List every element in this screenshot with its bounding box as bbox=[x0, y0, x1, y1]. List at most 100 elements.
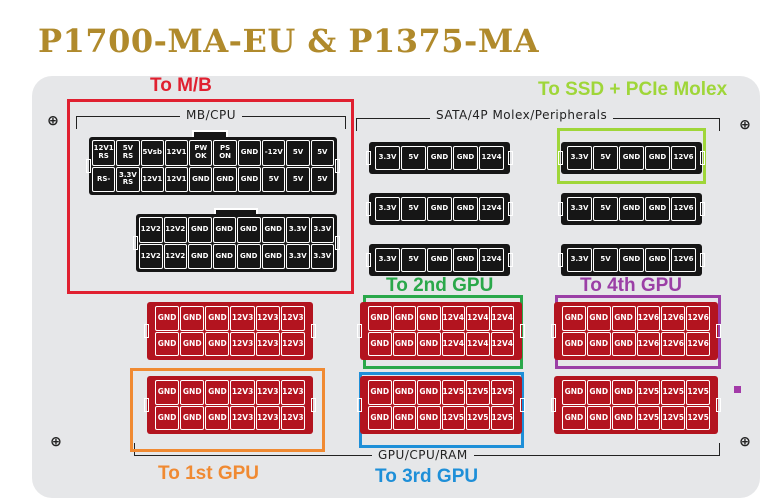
connector-tab bbox=[520, 398, 525, 412]
connector-tab bbox=[508, 253, 513, 267]
pin-label: GND bbox=[427, 248, 452, 272]
pin-label: GND bbox=[205, 380, 230, 405]
pin-label: GND bbox=[261, 217, 285, 243]
callout-to-4th-gpu: To 4th GPU bbox=[580, 275, 683, 296]
connector-tab bbox=[558, 253, 563, 267]
callout-to-ssd: To SSD + PCIe Molex bbox=[538, 79, 728, 100]
pin-label: 3.3V bbox=[375, 197, 400, 221]
pin-label: GND bbox=[155, 306, 180, 331]
pin-label: 5V bbox=[593, 146, 618, 170]
pin-label: GND bbox=[611, 405, 636, 430]
connector-tab bbox=[551, 398, 556, 412]
pin-label: -12V bbox=[262, 140, 286, 166]
pin-label: 12V4 bbox=[490, 331, 514, 356]
pin-label: GND bbox=[180, 331, 205, 356]
pin-label: GND bbox=[188, 243, 212, 269]
connector-tab bbox=[144, 324, 149, 338]
pin-label: 5V RS bbox=[116, 140, 140, 166]
pin-label: 12V5 bbox=[490, 405, 514, 430]
connector-tab bbox=[335, 236, 340, 250]
pin-label: GND bbox=[611, 331, 636, 356]
pin-label: GND bbox=[562, 331, 586, 356]
pin-label: GND bbox=[368, 405, 392, 430]
pin-label: GND bbox=[586, 331, 611, 356]
pin-label: GND bbox=[417, 405, 441, 430]
pin-label: GND bbox=[205, 306, 230, 331]
pin-label: GND bbox=[180, 380, 205, 405]
pin-label: GND bbox=[237, 140, 262, 166]
pin-label: GND bbox=[619, 197, 644, 221]
callout-to-3rd-gpu: To 3rd GPU bbox=[375, 466, 479, 487]
pin-label: GND bbox=[417, 380, 441, 405]
pin-label: 12V5 bbox=[636, 405, 661, 430]
pin-label: 12V6 bbox=[671, 146, 696, 170]
connector-tab bbox=[558, 202, 563, 216]
pin-label: 12V3 bbox=[280, 405, 305, 430]
pin-label: 12V5 bbox=[686, 405, 710, 430]
connector-tab bbox=[716, 398, 721, 412]
pin-label: GND bbox=[212, 217, 236, 243]
pin-label: 12V5 bbox=[466, 380, 490, 405]
connector-tab bbox=[508, 151, 513, 165]
pin-label: 5V bbox=[262, 166, 286, 192]
pin-label: 3.3V bbox=[286, 217, 310, 243]
pin-label: GND bbox=[237, 217, 261, 243]
connector-tab bbox=[716, 324, 721, 338]
pin-label: 12V3 bbox=[255, 405, 280, 430]
pin-label: GND bbox=[417, 331, 441, 356]
pin-label: 3.3V bbox=[567, 197, 592, 221]
pin-label: GND bbox=[261, 243, 285, 269]
pin-label: 12V5 bbox=[636, 380, 661, 405]
pin-label: 5V bbox=[286, 140, 310, 166]
pin-label: GND bbox=[645, 248, 670, 272]
connector-tab bbox=[700, 202, 705, 216]
pin-label: 12V3 bbox=[230, 331, 255, 356]
pin-label: 12V3 bbox=[255, 306, 280, 331]
pin-label: GND bbox=[237, 243, 261, 269]
pin-label: 5V bbox=[593, 248, 618, 272]
pin-label: GND bbox=[586, 405, 611, 430]
pin-label: 12V4 bbox=[490, 306, 514, 331]
pin-label: GND bbox=[427, 197, 452, 221]
callout-to-mb: To M/B bbox=[150, 75, 212, 96]
connector-tab bbox=[144, 398, 149, 412]
pin-label: GND bbox=[586, 380, 611, 405]
pin-label: GND bbox=[611, 306, 636, 331]
connector-tab bbox=[520, 324, 525, 338]
pin-label: GND bbox=[619, 146, 644, 170]
pin-label: GND bbox=[619, 248, 644, 272]
pin-label: 12V5 bbox=[661, 405, 686, 430]
screw-icon: ⊕ bbox=[50, 434, 62, 450]
pin-label: 12V3 bbox=[280, 380, 305, 405]
pin-label: 3.3V bbox=[310, 217, 334, 243]
pin-label: 5V bbox=[401, 248, 426, 272]
pin-label: 12V2 bbox=[163, 217, 187, 243]
screw-icon: ⊕ bbox=[739, 117, 751, 133]
pin-label: GND bbox=[562, 380, 586, 405]
pin-label: 12V4 bbox=[479, 248, 504, 272]
pin-label: 12V6 bbox=[686, 306, 710, 331]
callout-to-2nd-gpu: To 2nd GPU bbox=[386, 275, 494, 296]
pin-label: GND bbox=[237, 166, 262, 192]
pin-label: 12V5 bbox=[441, 405, 465, 430]
connector-tab bbox=[558, 151, 563, 165]
pin-label: 12V3 bbox=[230, 306, 255, 331]
pin-label: 12V3 bbox=[255, 331, 280, 356]
pin-label: GND bbox=[205, 405, 230, 430]
pin-label: GND bbox=[645, 197, 670, 221]
pin-label: 12V2 bbox=[139, 217, 163, 243]
connector-tab bbox=[311, 324, 316, 338]
pin-label: GND bbox=[392, 306, 416, 331]
pin-label: 12V1 RS bbox=[92, 140, 116, 166]
section-label-sata: SATA/4P Molex/Peripherals bbox=[430, 108, 614, 122]
diagram-title: P1700-MA-EU & P1375-MA bbox=[38, 22, 540, 60]
pin-label: 12V4 bbox=[441, 306, 465, 331]
connector-tab bbox=[508, 202, 513, 216]
